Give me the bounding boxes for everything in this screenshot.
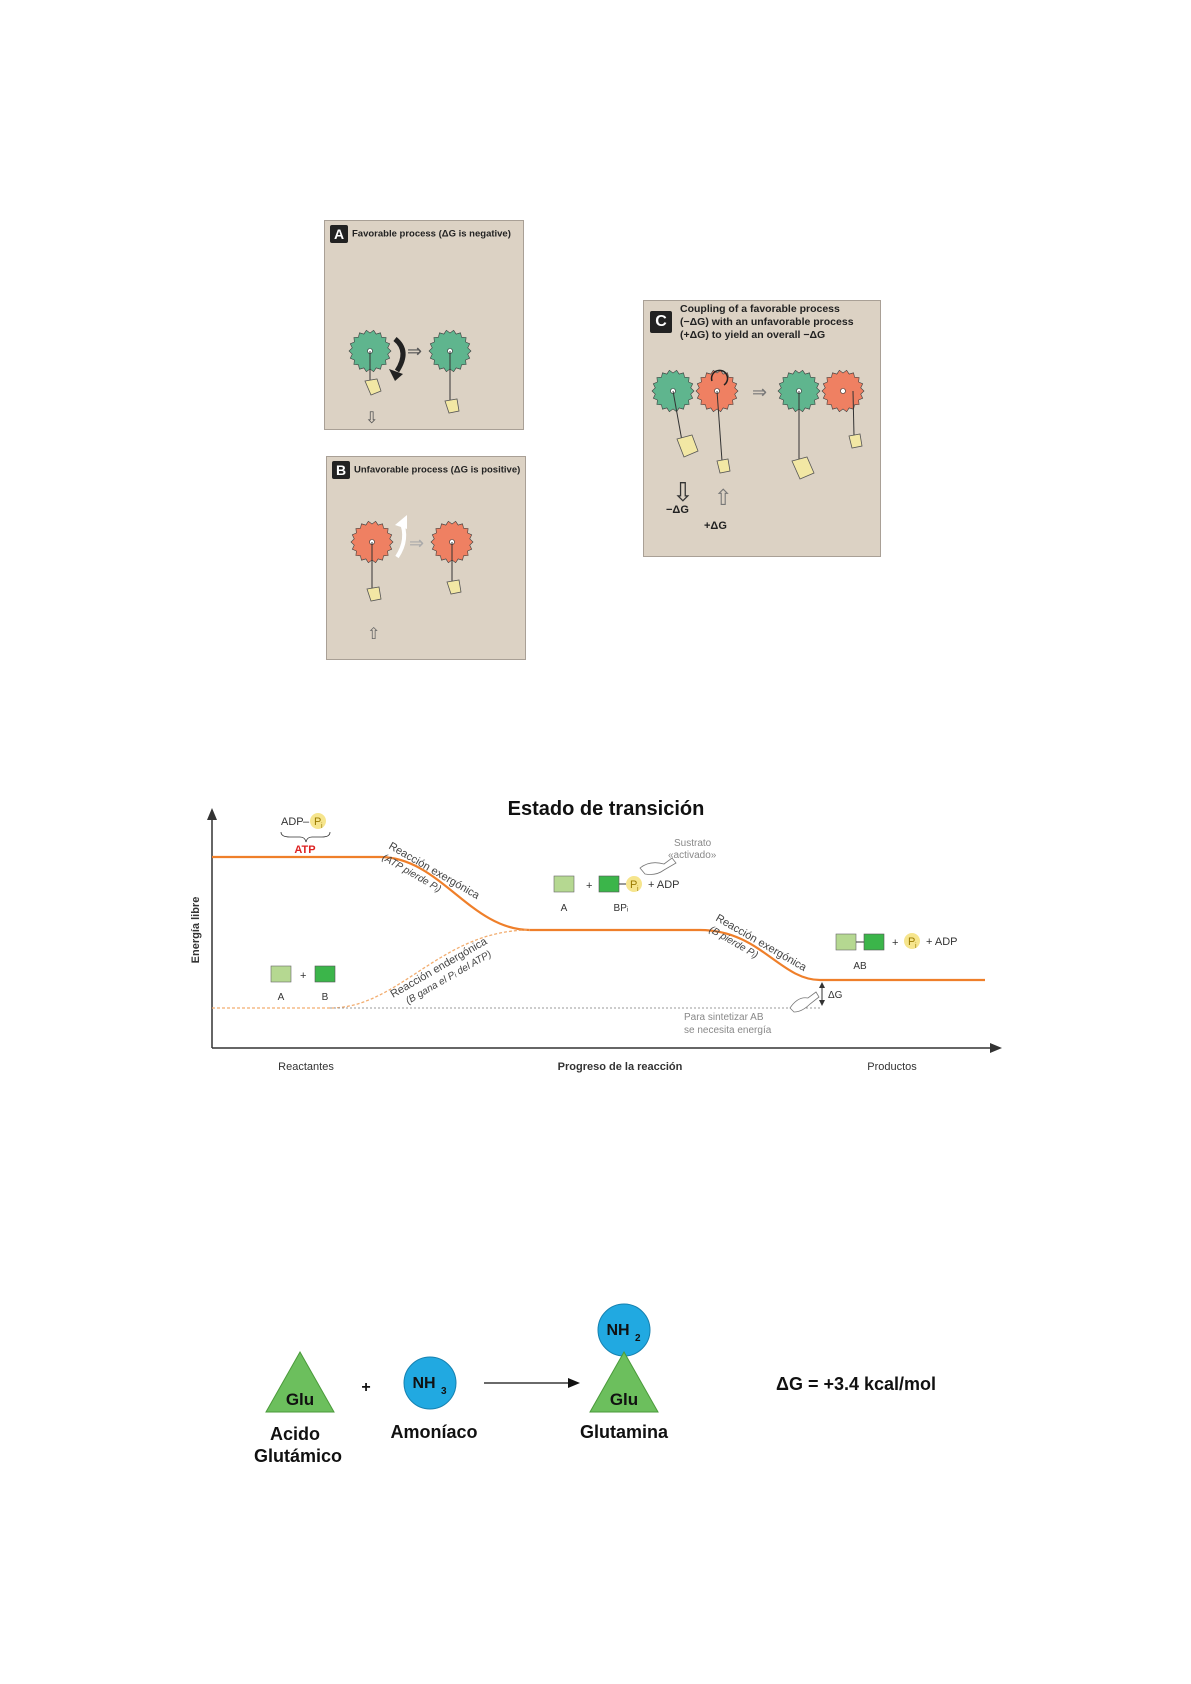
pi-subscript: i <box>321 823 323 830</box>
right-arrow-icon: ⇒ <box>752 382 767 402</box>
clockwise-arrow-icon <box>393 337 406 373</box>
nh3-label: NH <box>412 1375 435 1392</box>
molecule-b-box <box>314 965 336 983</box>
weight-icon <box>716 458 731 474</box>
glutamina-label: Glutamina <box>580 1422 669 1442</box>
x-axis-label: Progreso de la reacción <box>558 1061 683 1073</box>
diagram-title: Estado de transición <box>508 798 705 820</box>
panel-b-badge: B <box>332 461 350 479</box>
panel-a-badge: A <box>330 225 348 243</box>
pi-circle <box>626 876 642 892</box>
pointing-hand-icon <box>789 991 820 1013</box>
glu-label-1: Glu <box>286 1390 314 1409</box>
right-arrow-icon: ⇒ <box>409 533 424 553</box>
brace-icon <box>280 831 331 843</box>
nh2-subscript: 2 <box>635 1333 641 1344</box>
molecule-a-box <box>553 875 575 893</box>
atp-label: ATP <box>294 844 315 856</box>
weight-icon <box>791 456 815 480</box>
plus-adp-label: + ADP <box>648 879 680 891</box>
svg-text:i: i <box>637 886 639 893</box>
plus-sign: + <box>361 1379 370 1396</box>
pi-circle <box>310 813 326 829</box>
label-a: A <box>561 903 568 914</box>
down-arrow-icon: ⇩ <box>365 410 378 427</box>
acido-label: Acido <box>270 1424 320 1444</box>
molecule-a-box <box>835 933 857 951</box>
weight-icon <box>446 579 462 595</box>
note-line-2: se necesita energía <box>684 1025 772 1036</box>
svg-text:P: P <box>908 936 915 948</box>
y-axis-label: Energía libre <box>190 897 202 964</box>
reaction-diagram: Glu + NH 3 NH 2 Glu Acido Glutámico Amon… <box>254 1303 936 1466</box>
energy-diagram: Estado de transición Energía libre React… <box>190 798 1002 1073</box>
nh2-label: NH <box>606 1322 629 1339</box>
svg-text:i: i <box>915 943 917 950</box>
weight-icon <box>444 398 460 414</box>
plus-sign: + <box>586 880 592 892</box>
molecule-b-box <box>598 875 620 893</box>
weight-icon <box>366 586 382 602</box>
label-ab: AB <box>853 961 867 972</box>
x-left-label: Reactantes <box>278 1061 334 1073</box>
reaction-delta-g: ΔG = +3.4 kcal/mol <box>776 1374 936 1394</box>
glutamico-label: Glutámico <box>254 1446 342 1466</box>
right-arrow-icon: ⇒ <box>407 341 422 361</box>
sustrato-label: Sustrato <box>674 838 712 849</box>
panel-c-badge: C <box>650 311 672 333</box>
activado-label: «activado» <box>668 850 717 861</box>
nh3-sphere <box>403 1356 457 1410</box>
down-arrow-icon: ⇩ <box>672 477 694 507</box>
label-bpi: BPᵢ <box>614 903 629 914</box>
weight-icon <box>676 434 699 458</box>
svg-text:+: + <box>892 937 898 949</box>
note-line-1: Para sintetizar AB <box>684 1012 764 1023</box>
delta-g-label: ΔG <box>828 990 843 1001</box>
panel-c-drawing: ⇒ ⇩ ⇧ −ΔG +ΔG <box>651 369 865 532</box>
panel-c: C Coupling of a favorable process (−ΔG) … <box>643 300 881 557</box>
panel-b-drawing: ⇒ ⇧ <box>350 515 474 643</box>
panel-c-title: Coupling of a favorable process (−ΔG) wi… <box>680 303 854 341</box>
svg-text:A: A <box>278 992 285 1003</box>
endergonic-curve <box>212 929 531 1009</box>
molecule-a-box <box>270 965 292 983</box>
svg-text:–: – <box>303 816 310 828</box>
amoniaco-label: Amoníaco <box>390 1422 477 1442</box>
label-b: B <box>322 992 329 1003</box>
glu-label-2: Glu <box>610 1390 638 1409</box>
glu-triangle <box>265 1350 335 1413</box>
nh3-subscript: 3 <box>441 1386 447 1397</box>
up-arrow-icon: ⇧ <box>367 626 380 643</box>
pointing-hand-icon <box>639 857 677 875</box>
up-arrow-icon: ⇧ <box>714 485 732 510</box>
reaction-arrow-head-icon <box>568 1378 580 1388</box>
pi-label: P <box>314 816 321 828</box>
molecule-b-box <box>863 933 885 951</box>
counterclockwise-arrow-icon <box>710 369 729 386</box>
svg-text:+ ADP: + ADP <box>926 936 958 948</box>
weight-icon <box>848 433 863 449</box>
gear-icon <box>821 369 865 413</box>
pi-circle <box>904 933 920 949</box>
x-axis-arrow-icon <box>990 1043 1002 1053</box>
pos-delta-g-label: +ΔG <box>704 520 727 532</box>
glu-triangle <box>589 1350 659 1413</box>
svg-text:+: + <box>300 970 306 982</box>
energy-curve <box>212 855 985 982</box>
y-axis-arrow-icon <box>207 808 217 820</box>
svg-text:P: P <box>630 879 637 891</box>
weight-icon <box>364 378 382 396</box>
adp-label: ADP <box>281 816 304 828</box>
panel-a-drawing: ⇒ ⇩ <box>348 329 472 427</box>
endergonic-label: Reacción endergónica (B gana el Pᵢ del A… <box>389 935 494 1007</box>
neg-delta-g-label: −ΔG <box>666 504 689 516</box>
x-right-label: Productos <box>867 1061 917 1073</box>
